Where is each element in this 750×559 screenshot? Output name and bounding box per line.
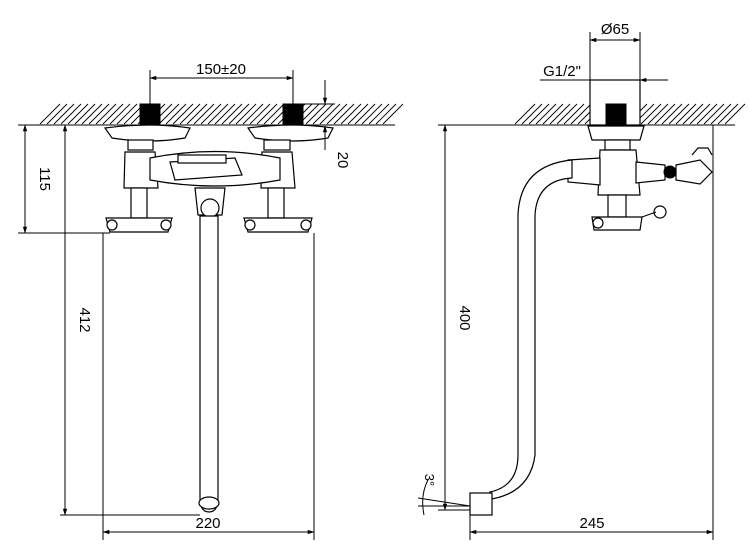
dim-total-height-front: 412 — [60, 124, 200, 516]
left-escutcheon — [103, 124, 191, 142]
right-inlet-connector — [282, 103, 304, 127]
dim-thread: G1/2" — [540, 63, 668, 83]
dim-spout-width-front: 220 — [102, 233, 315, 540]
side-escutcheon — [587, 125, 645, 141]
dim-spout-reach: 245 — [469, 125, 714, 540]
dim-label-spout-reach: 245 — [579, 515, 604, 532]
dim-wall-offset: 20 — [303, 80, 351, 168]
right-escutcheon — [246, 124, 334, 142]
dim-angle: 3° — [417, 474, 471, 516]
side-spout-connector — [567, 157, 601, 186]
dim-label-angle: 3° — [422, 474, 437, 486]
dim-label-escutcheon: Ø65 — [601, 21, 629, 38]
left-nut — [127, 139, 154, 151]
dim-height-handles: 115 — [18, 124, 110, 234]
dim-label-side-height: 400 — [456, 305, 473, 330]
side-inlet-connector — [605, 103, 627, 127]
side-valve-body — [597, 149, 641, 196]
side-shower-connector — [635, 161, 666, 184]
left-inlet-connector — [139, 103, 161, 127]
right-nut — [263, 139, 291, 151]
spout-tube-front — [199, 215, 219, 513]
left-handle — [105, 187, 173, 233]
front-view: 150±20 20 115 412 220 — [18, 61, 404, 540]
right-handle — [243, 187, 313, 233]
dim-label-spout-width: 220 — [195, 515, 220, 532]
side-spout-outlet — [469, 492, 493, 516]
spout-outlet-front — [198, 496, 220, 510]
side-nut — [604, 139, 631, 151]
dim-label-thread: G1/2" — [543, 63, 581, 80]
side-view: Ø65 G1/2" — [417, 21, 746, 540]
side-handle — [591, 194, 667, 231]
dim-label-total-height: 412 — [76, 307, 93, 332]
spout-swivel — [200, 198, 220, 218]
dim-side-height: 400 — [438, 124, 515, 511]
dim-label-wall-offset: 20 — [334, 152, 351, 169]
dim-label-center-distance: 150±20 — [196, 61, 246, 78]
dim-label-height-handles: 115 — [36, 167, 53, 191]
dim-escutcheon-diameter: Ø65 — [589, 21, 641, 80]
wall-hatch-front — [39, 103, 404, 126]
side-spout-tube — [483, 159, 573, 501]
dim-center-distance: 150±20 — [149, 61, 294, 104]
side-shower-holder — [663, 147, 713, 185]
diverter-knob — [177, 154, 227, 164]
